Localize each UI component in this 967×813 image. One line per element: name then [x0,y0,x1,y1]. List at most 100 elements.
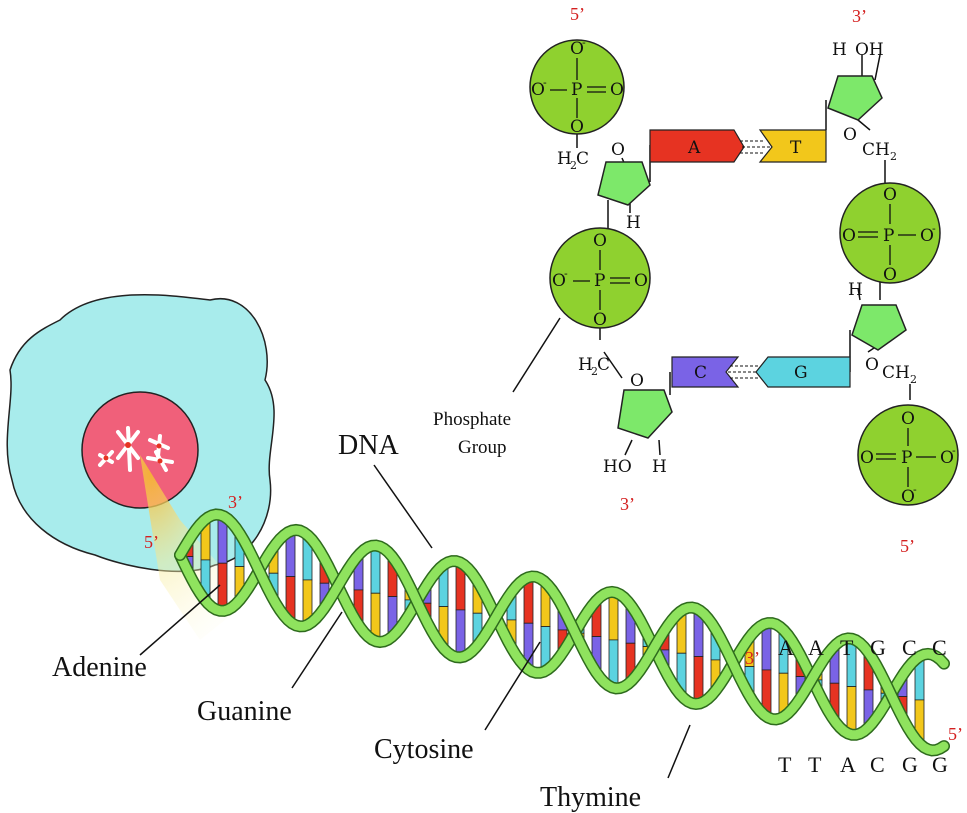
cell [6,294,275,640]
phosphate-circle [839,182,941,284]
svg-text:-: - [932,222,936,235]
svg-text:-: - [543,76,547,89]
adenine-block [649,129,745,163]
phosphate-group-label-line1: Phosphate [433,409,511,430]
svg-text:C: C [576,149,589,169]
cytosine-block [671,356,740,388]
svg-text:-: - [582,36,586,49]
svg-text:H: H [578,355,593,375]
sequence-top: A A T G C C [778,635,947,660]
helix-five-prime-start: 5’ [144,532,159,552]
guanine-label: Guanine [197,696,292,727]
struct-three-prime-top: 3’ [852,6,867,26]
helix-three-prime-end: 3’ [745,648,760,668]
svg-text:CH: CH [862,140,890,160]
base-rung-half [370,545,381,594]
seq-top-letter: C [932,635,947,660]
cytosine-label: Cytosine [374,734,474,765]
svg-text:OH: OH [855,40,884,60]
seq-bottom-letter: G [902,752,918,777]
svg-text:O: O [843,125,857,145]
pair-bottom-left: C [694,363,707,383]
seq-top-letter: A [778,635,794,660]
nucleus [81,391,199,509]
svg-text:CH: CH [882,363,910,383]
phosphate-group-label-line2: Group [458,437,507,458]
svg-text:O: O [593,310,607,330]
svg-text:C: C [597,355,610,375]
guanine-block [755,356,851,388]
struct-five-prime-top: 5’ [570,4,585,24]
svg-text:O: O [570,39,584,59]
seq-bottom-letter: A [840,752,856,777]
pointer-lines [139,317,691,779]
sugar-ring [851,304,907,351]
svg-text:O: O [940,448,954,468]
dna-label: DNA [338,430,399,461]
svg-text:HO: HO [603,457,632,477]
svg-text:P: P [594,271,605,291]
seq-top-letter: C [902,635,917,660]
phosphate-circle [857,404,959,506]
seq-top-letter: T [840,635,854,660]
svg-text:H: H [832,40,847,60]
phosphate-2-atoms: O O - P O O [552,231,648,330]
svg-text:2: 2 [910,373,917,386]
svg-text:H: H [626,213,641,233]
phosphate-4-atoms: O O P O - O - [860,409,956,507]
svg-text:2: 2 [570,159,577,172]
seq-bottom-letter: T [808,752,822,777]
svg-text:O: O [883,185,897,205]
sugar-ring [617,389,673,439]
phosphate-3-atoms: O O P O - O [842,185,936,285]
sugar-ring [827,75,883,121]
svg-text:O: O [865,355,879,375]
svg-text:O: O [634,271,648,291]
svg-text:O: O [860,448,874,468]
phosphate-circle [529,39,625,135]
svg-text:O: O [611,140,625,160]
pair-top-right: T [790,138,802,158]
seq-top-letter: G [870,635,886,660]
svg-text:O: O [920,226,934,246]
svg-text:O: O [883,265,897,285]
thymine-label: Thymine [540,782,641,813]
svg-text:P: P [571,80,582,100]
svg-text:O: O [901,487,915,507]
seq-top-letter: A [808,635,824,660]
nucleotide-structure: A T C G O - O - P O O O O - P [529,4,959,556]
svg-text:O: O [842,226,856,246]
struct-five-prime-bottom: 5’ [900,536,915,556]
phosphate-circle [549,227,651,329]
svg-text:2: 2 [890,150,897,163]
svg-text:O: O [531,80,545,100]
sugar-ring [597,161,651,206]
seq-bottom-letter: C [870,752,885,777]
svg-text:O: O [901,409,915,429]
svg-text:P: P [883,226,894,246]
adenine-label: Adenine [52,652,147,683]
seq-bottom-letter: G [932,752,948,777]
svg-text:O: O [593,231,607,251]
sequence-bottom: T T A C G G [778,752,948,777]
helix-five-prime-end: 5’ [948,724,963,744]
svg-text:-: - [913,483,917,496]
seq-bottom-letter: T [778,752,792,777]
helix-three-prime-start: 3’ [228,492,243,512]
svg-text:H: H [848,280,863,300]
phosphate-1-atoms: O - O - P O O [531,36,624,137]
svg-text:O: O [630,371,644,391]
svg-text:-: - [564,267,568,280]
svg-text:2: 2 [591,365,598,378]
thymine-block [758,129,827,163]
svg-text:H: H [557,149,572,169]
svg-text:O: O [610,80,624,100]
base-rung-half [217,562,228,612]
sugar-phosphate-backbone [175,509,949,755]
svg-text:-: - [952,444,956,457]
svg-text:O: O [552,271,566,291]
svg-text:O: O [570,117,584,137]
dna-double-helix [174,508,950,757]
struct-three-prime-bottom: 3’ [620,494,635,514]
